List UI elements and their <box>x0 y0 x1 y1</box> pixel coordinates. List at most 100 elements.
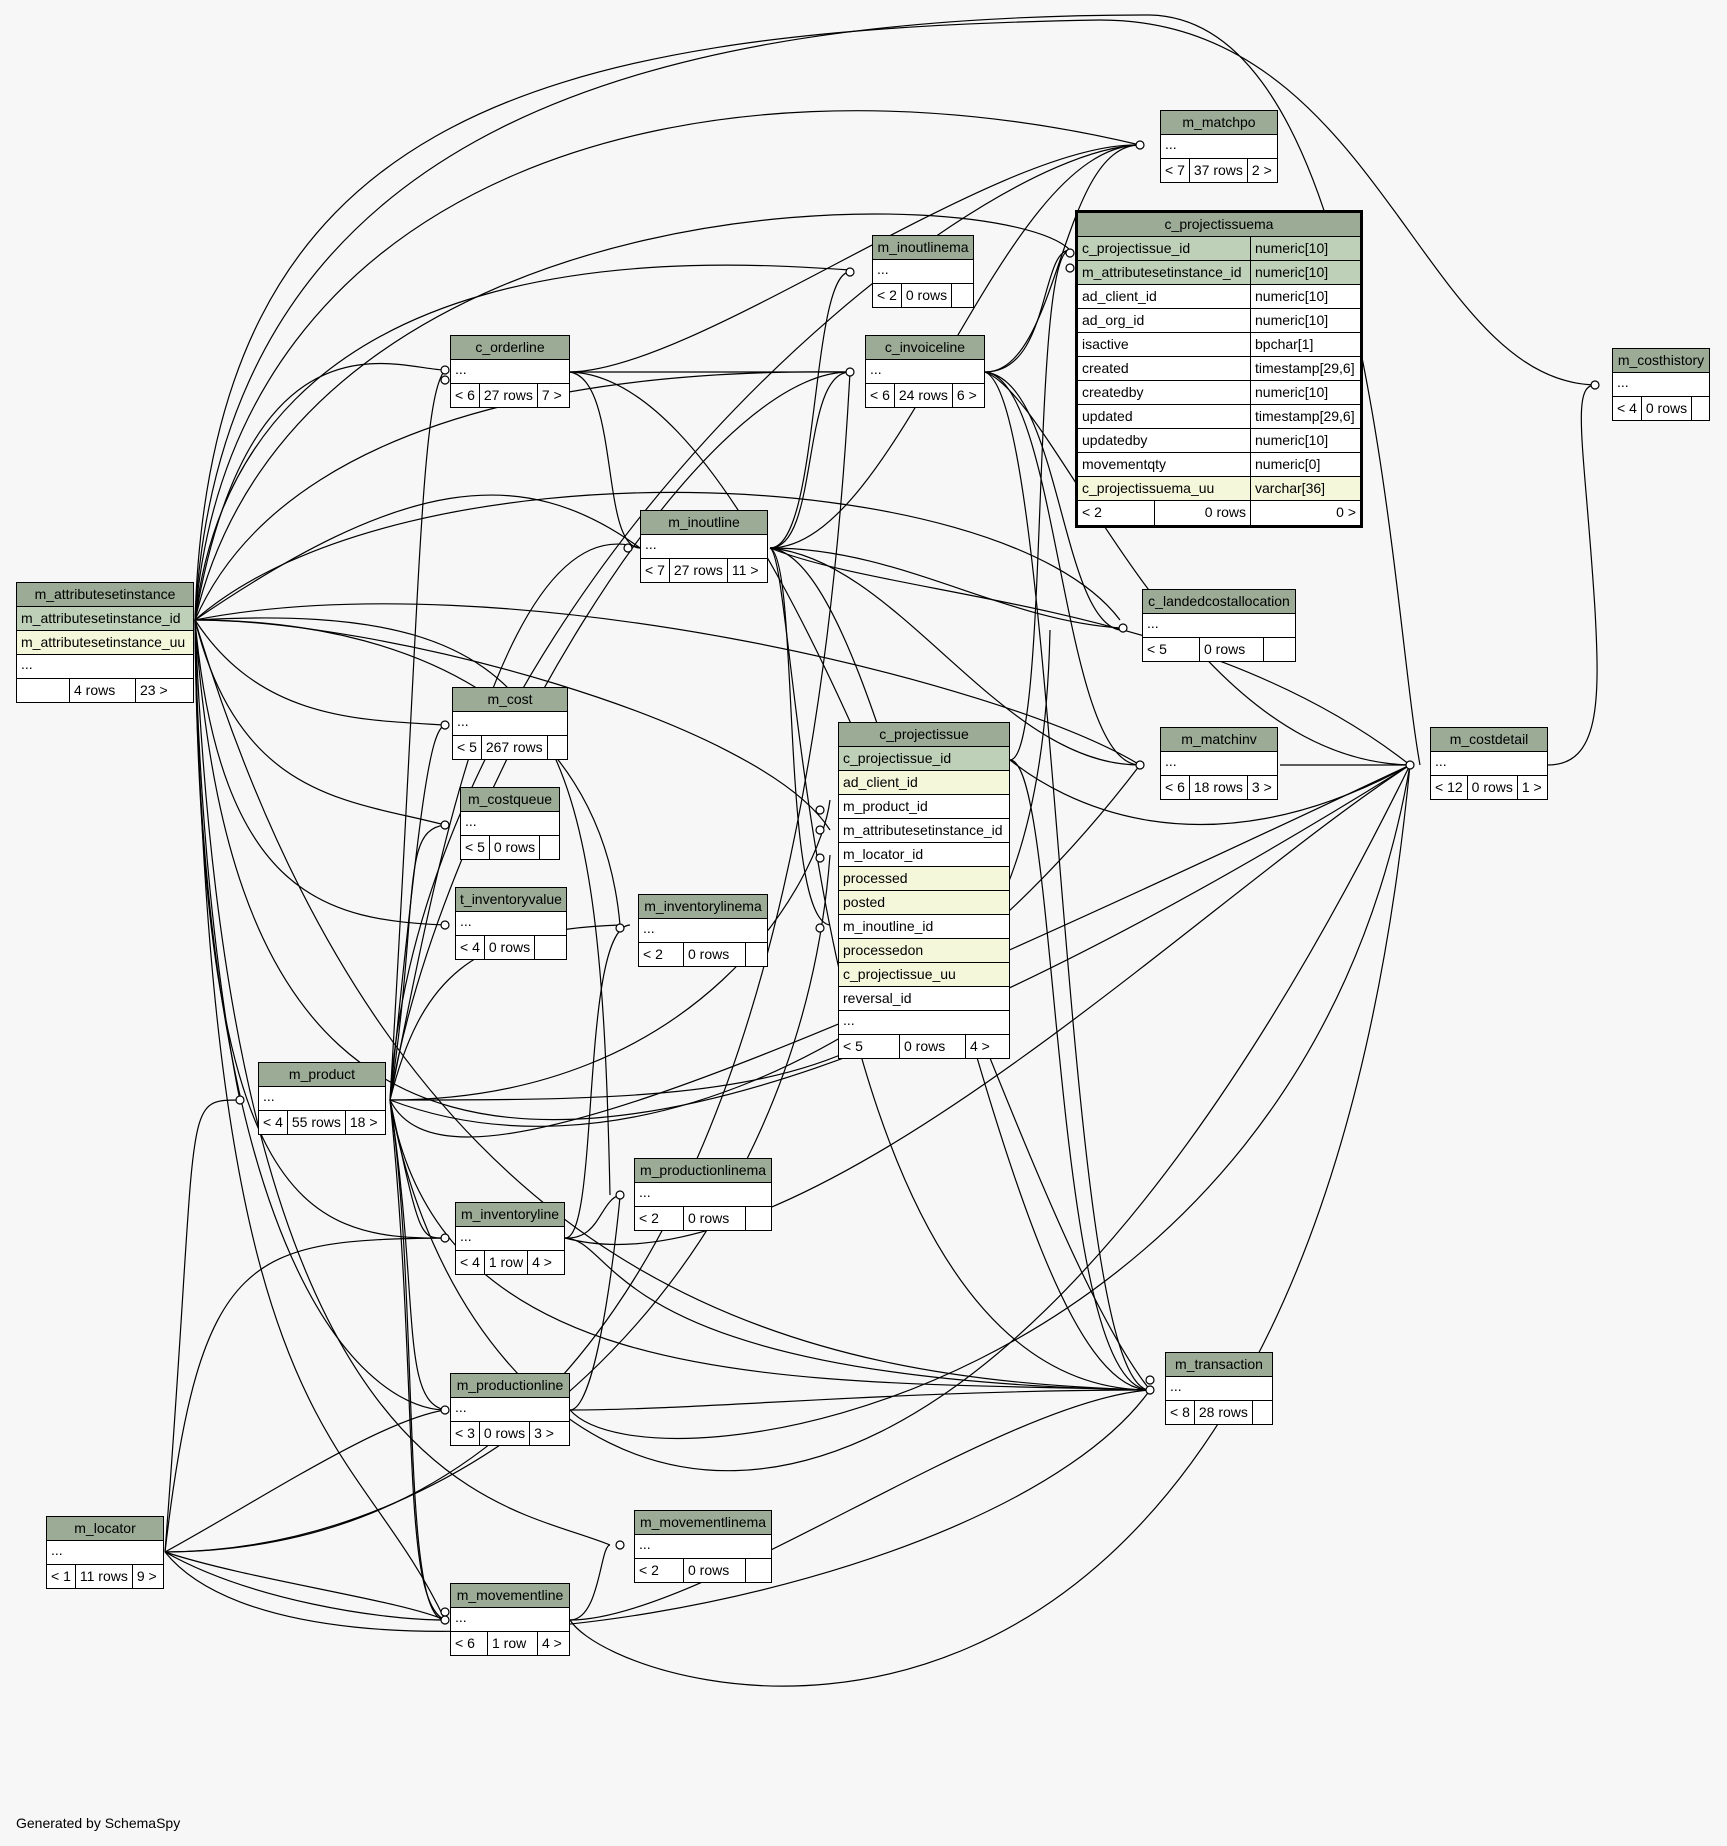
table-title: m_matchpo <box>1161 111 1277 135</box>
table-m_costhistory[interactable]: m_costhistory ... < 4 0 rows <box>1612 348 1710 421</box>
table-title: m_costqueue <box>461 788 559 812</box>
column-row: isactive bpchar[1] <box>1078 333 1360 357</box>
table-m_inventoryline[interactable]: m_inventoryline ... < 4 1 row 4 > <box>455 1202 565 1275</box>
columns-ellipsis: ... <box>866 360 984 384</box>
columns-ellipsis: ... <box>1431 752 1547 776</box>
column-row: m_inoutline_id <box>839 915 1009 939</box>
column-row: processed <box>839 867 1009 891</box>
table-m_inoutlinema[interactable]: m_inoutlinema ... < 2 0 rows <box>872 235 974 308</box>
column-name: reversal_id <box>843 990 912 1006</box>
table-c_invoiceline[interactable]: c_invoiceline ... < 6 24 rows 6 > <box>865 335 985 408</box>
parents-count: < 2 <box>643 946 663 962</box>
row-count: 0 rows <box>683 1559 745 1582</box>
table-title: m_inventorylinema <box>639 895 767 919</box>
column-name: isactive <box>1082 336 1129 352</box>
children-count <box>1263 638 1295 661</box>
table-m_movementline[interactable]: m_movementline ... < 6 1 row 4 > <box>450 1583 570 1656</box>
columns-ellipsis: ... <box>451 1608 569 1632</box>
table-title: m_inventoryline <box>456 1203 564 1227</box>
children-count: 4 > <box>965 1035 1009 1058</box>
parents-count: < 5 <box>457 739 477 755</box>
children-count: 2 > <box>1246 159 1276 182</box>
row-count: 0 rows <box>488 836 539 859</box>
children-count <box>745 1559 771 1582</box>
column-name: processed <box>843 870 908 886</box>
children-count: 7 > <box>536 384 566 407</box>
table-title: m_attributesetinstance <box>17 583 193 607</box>
table-title: m_inoutline <box>641 511 767 535</box>
row-count: 267 rows <box>480 736 547 759</box>
parents-count: < 4 <box>460 1254 480 1270</box>
row-count: 0 rows <box>483 936 534 959</box>
parents-count: < 6 <box>1165 779 1185 795</box>
row-count: 27 rows <box>478 384 537 407</box>
children-count <box>1691 397 1700 420</box>
table-m_productionline[interactable]: m_productionline ... < 3 0 rows 3 > <box>450 1373 570 1446</box>
footer-row: < 2 0 rows 0 > <box>1078 501 1360 525</box>
row-count: 55 rows <box>286 1111 345 1134</box>
columns-ellipsis: ... <box>635 1535 771 1559</box>
columns-ellipsis: ... <box>17 655 193 679</box>
table-m_matchinv[interactable]: m_matchinv ... < 6 18 rows 3 > <box>1160 727 1278 800</box>
row-count: 4 rows <box>69 679 135 702</box>
table-m_product[interactable]: m_product ... < 4 55 rows 18 > <box>258 1062 386 1135</box>
table-m_transaction[interactable]: m_transaction ... < 8 28 rows <box>1165 1352 1273 1425</box>
row-count: 28 rows <box>1193 1401 1252 1424</box>
parents-count: < 5 <box>1147 641 1167 657</box>
column-name: m_attributesetinstance_id <box>1082 264 1242 280</box>
columns-ellipsis: ... <box>456 1227 564 1251</box>
parents-count: < 5 <box>465 839 485 855</box>
parents-count: < 2 <box>639 1210 659 1226</box>
table-title: m_inoutlinema <box>873 236 973 260</box>
table-title: t_inventoryvalue <box>456 888 566 912</box>
table-title: m_locator <box>47 1517 163 1541</box>
row-count: 37 rows <box>1188 159 1247 182</box>
table-m_movementlinema[interactable]: m_movementlinema ... < 2 0 rows <box>634 1510 772 1583</box>
row-count: 0 rows <box>683 1207 745 1230</box>
table-c_projectissue[interactable]: c_projectissue c_projectissue_id ad_clie… <box>838 722 1010 1059</box>
row-count: 27 rows <box>668 559 727 582</box>
children-count <box>546 736 556 759</box>
column-row: c_projectissue_id <box>839 747 1009 771</box>
parents-count <box>17 679 69 702</box>
table-c_orderline[interactable]: c_orderline ... < 6 27 rows 7 > <box>450 335 570 408</box>
parents-count: < 6 <box>455 1635 475 1651</box>
column-row: reversal_id <box>839 987 1009 1011</box>
table-m_inventorylinema[interactable]: m_inventorylinema ... < 2 0 rows <box>638 894 768 967</box>
table-m_matchpo[interactable]: m_matchpo ... < 7 37 rows 2 > <box>1160 110 1278 183</box>
children-count <box>951 284 960 307</box>
columns-ellipsis: ... <box>873 260 973 284</box>
table-title: m_cost <box>453 688 567 712</box>
row-count: 1 row <box>487 1632 537 1655</box>
column-type: numeric[10] <box>1250 381 1360 404</box>
columns-ellipsis: ... <box>1143 614 1295 638</box>
table-title: c_projectissuema <box>1078 213 1360 237</box>
table-m_attributesetinstance[interactable]: m_attributesetinstance m_attributesetins… <box>16 582 194 703</box>
table-c_landedcostallocation[interactable]: c_landedcostallocation ... < 5 0 rows <box>1142 589 1296 662</box>
table-t_inventoryvalue[interactable]: t_inventoryvalue ... < 4 0 rows <box>455 887 567 960</box>
table-title: m_matchinv <box>1161 728 1277 752</box>
children-count: 23 > <box>135 679 193 702</box>
table-title: c_projectissue <box>839 723 1009 747</box>
table-m_locator[interactable]: m_locator ... < 1 11 rows 9 > <box>46 1516 164 1589</box>
column-type: bpchar[1] <box>1250 333 1360 356</box>
columns-ellipsis: ... <box>1166 1377 1272 1401</box>
table-m_inoutline[interactable]: m_inoutline ... < 7 27 rows 11 > <box>640 510 768 583</box>
columns-ellipsis: ... <box>839 1011 1009 1035</box>
table-m_productionlinema[interactable]: m_productionlinema ... < 2 0 rows <box>634 1158 772 1231</box>
row-count: 24 rows <box>893 384 952 407</box>
table-title: m_costdetail <box>1431 728 1547 752</box>
column-row: processedon <box>839 939 1009 963</box>
children-count: 0 > <box>1250 501 1360 525</box>
column-type: numeric[10] <box>1250 309 1360 332</box>
table-m_costdetail[interactable]: m_costdetail ... < 12 0 rows 1 > <box>1430 727 1548 800</box>
row-count: 11 rows <box>74 1565 132 1588</box>
table-m_cost[interactable]: m_cost ... < 5 267 rows <box>452 687 568 760</box>
parents-count: < 2 <box>1082 504 1102 520</box>
table-m_costqueue[interactable]: m_costqueue ... < 5 0 rows <box>460 787 560 860</box>
